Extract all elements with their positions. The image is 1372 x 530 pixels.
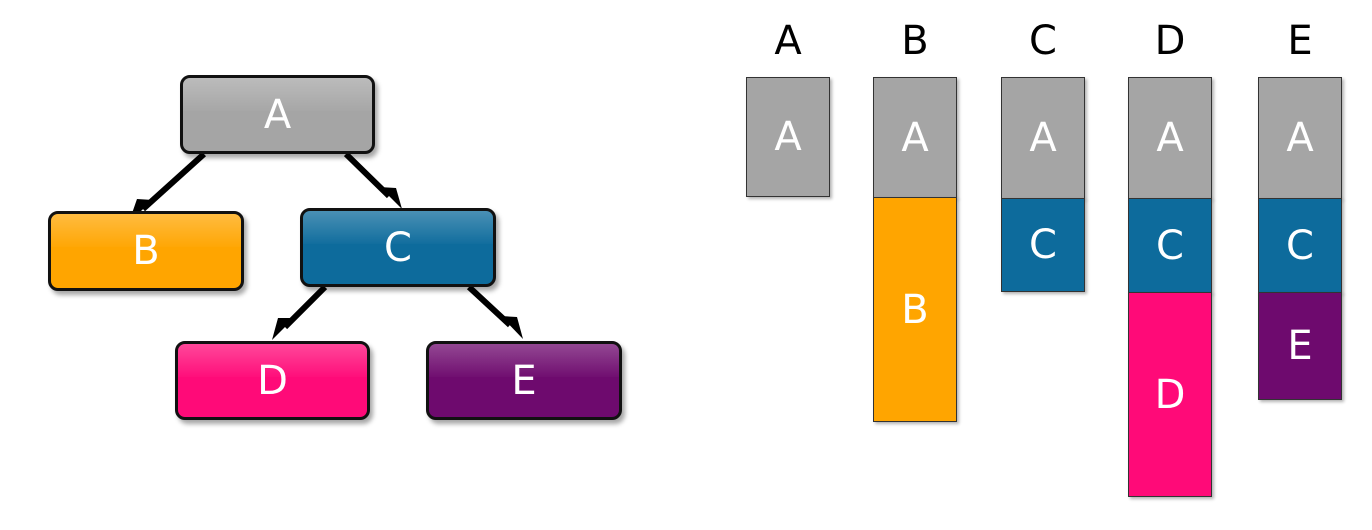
stack-label-c: C: [1029, 18, 1057, 64]
stack-d-frame-a: A: [1128, 77, 1212, 199]
stack-b-frame-a: A: [873, 77, 957, 198]
stack-c-frame-a: A: [1001, 77, 1085, 199]
stack-e-frame-e: E: [1258, 292, 1342, 400]
tree-node-a: A: [180, 75, 375, 154]
tree-node-c: C: [300, 208, 496, 287]
tree-node-d: D: [175, 341, 370, 420]
arrowhead-a-c: [380, 187, 402, 209]
edge-c-e: [466, 284, 513, 328]
stack-e-frame-c: C: [1258, 198, 1342, 293]
arrowhead-c-e: [501, 316, 523, 339]
edge-a-b: [140, 151, 207, 212]
tree-node-e: E: [426, 341, 622, 420]
arrowhead-c-d: [272, 318, 294, 340]
stack-d-frame-c: C: [1128, 198, 1212, 293]
stack-label-b: B: [901, 18, 929, 64]
stack-label-d: D: [1154, 18, 1186, 64]
stack-e-frame-a: A: [1258, 77, 1342, 199]
stack-d-frame-d: D: [1128, 292, 1212, 497]
stack-label-e: E: [1287, 18, 1313, 64]
edge-a-c: [343, 151, 392, 199]
stack-label-a: A: [774, 18, 802, 64]
stack-a-frame-a: A: [746, 77, 830, 197]
tree-node-b: B: [48, 211, 244, 291]
stack-c-frame-c: C: [1001, 198, 1085, 292]
stack-b-frame-b: B: [873, 197, 957, 422]
